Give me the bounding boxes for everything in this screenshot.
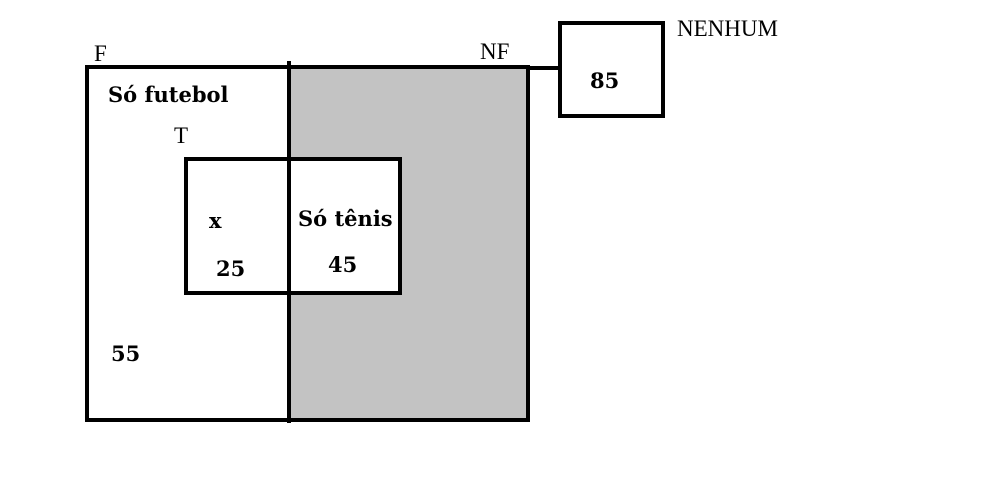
both-label: x	[209, 208, 222, 233]
none-box	[558, 21, 665, 118]
only-football-value: 55	[111, 341, 141, 366]
tennis-set-label: T	[174, 123, 189, 148]
tennis-rectangle	[184, 157, 402, 295]
connector-line	[528, 66, 562, 70]
none-value: 85	[590, 68, 620, 93]
football-divider-line	[287, 61, 291, 423]
only-tennis-label: Só tênis	[298, 206, 393, 231]
both-value: 25	[216, 256, 246, 281]
none-label: NENHUM	[677, 16, 778, 41]
not-football-set-label: NF	[480, 39, 510, 64]
football-set-label: F	[94, 41, 107, 66]
only-football-label: Só futebol	[108, 82, 229, 107]
only-tennis-value: 45	[328, 252, 358, 277]
